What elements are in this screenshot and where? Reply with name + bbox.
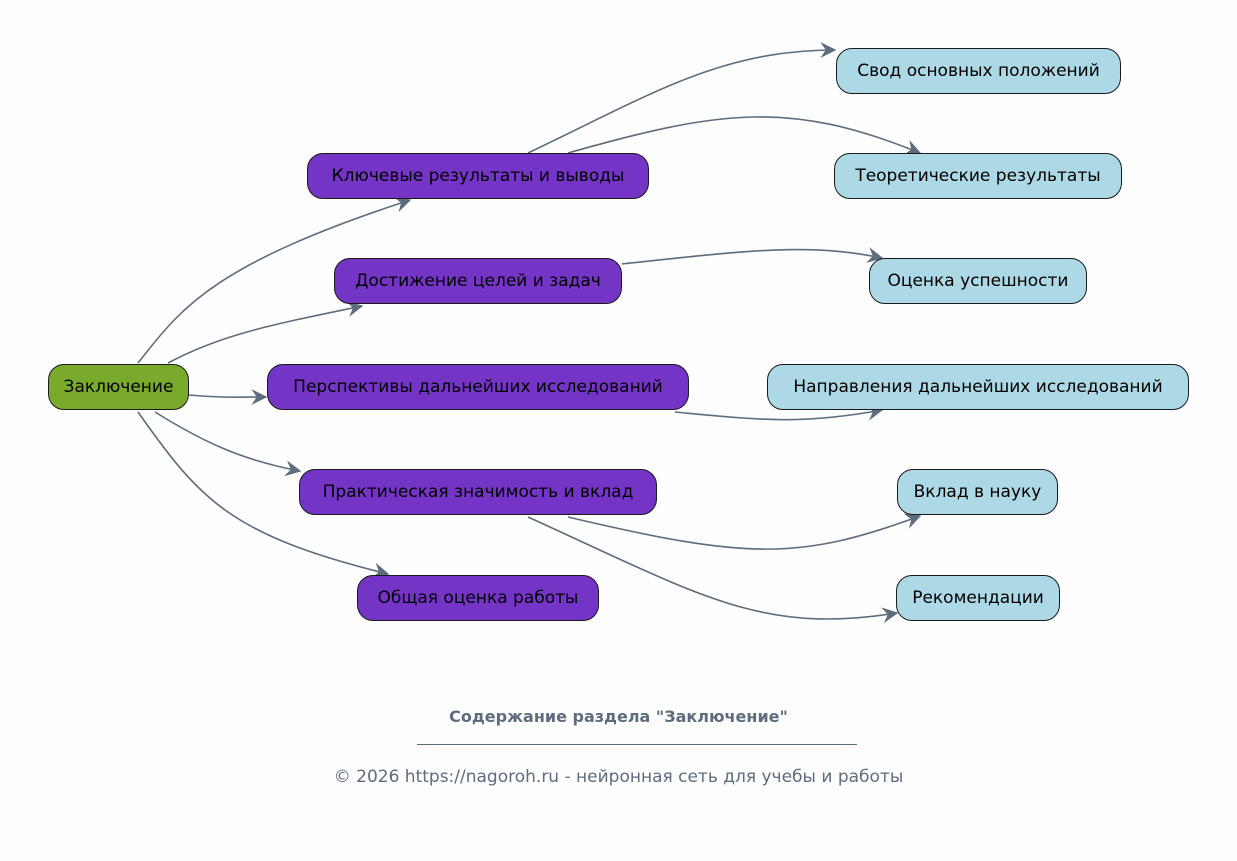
node-label: Вклад в науку [913, 482, 1042, 502]
node-label: Достижение целей и задач [355, 271, 601, 291]
node-key-results: Ключевые результаты и выводы [307, 153, 649, 199]
footer-text: © 2026 https://nagoroh.ru - нейронная се… [333, 767, 904, 787]
edge-perspectives-to-directions [674, 404, 884, 421]
edge-root-to-practical [154, 411, 302, 477]
node-label: Практическая значимость и вклад [322, 482, 634, 502]
node-label: Ключевые результаты и выводы [331, 166, 625, 186]
node-perspectives: Перспективы дальнейших исследований [267, 364, 689, 410]
node-label: Перспективы дальнейших исследований [293, 377, 663, 397]
node-practical: Практическая значимость и вклад [299, 469, 657, 515]
node-label: Свод основных положений [857, 61, 1100, 81]
edge-root-to-key-results [137, 196, 412, 364]
node-label: Направления дальнейших исследований [793, 377, 1163, 397]
edge-goals-to-success [621, 247, 884, 265]
node-label: Рекомендации [912, 588, 1044, 608]
node-label: Теоретические результаты [855, 166, 1101, 186]
edge-root-to-goals [167, 301, 364, 364]
node-success: Оценка успешности [869, 258, 1087, 304]
edge-root-to-perspectives [188, 389, 268, 406]
node-label: Заключение [63, 377, 174, 397]
node-recommendations: Рекомендации [896, 575, 1060, 621]
node-overall: Общая оценка работы [357, 575, 599, 621]
node-root: Заключение [48, 364, 189, 410]
edge-root-to-overall [137, 411, 390, 579]
node-label: Общая оценка работы [377, 588, 579, 608]
node-goals: Достижение целей и задач [334, 258, 622, 304]
diagram-title: Содержание раздела "Заключение" [449, 707, 788, 726]
divider [417, 744, 857, 745]
edge-key-to-theoretical [567, 116, 922, 155]
node-directions: Направления дальнейших исследований [767, 364, 1189, 410]
edge-key-to-summary [527, 42, 837, 154]
node-label: Оценка успешности [887, 271, 1069, 291]
node-summary: Свод основных положений [836, 48, 1121, 94]
node-theoretical: Теоретические результаты [834, 153, 1122, 199]
edge-practical-to-science [567, 513, 922, 550]
node-science: Вклад в науку [897, 469, 1058, 515]
edge-practical-to-recommendations [527, 516, 899, 624]
